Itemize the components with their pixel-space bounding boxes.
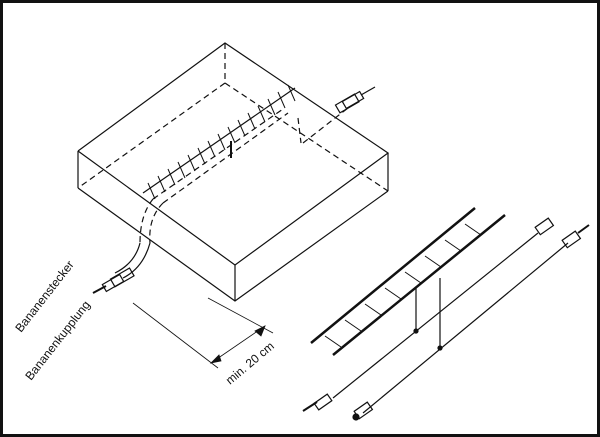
- cable-with-plugs: [92, 242, 151, 294]
- label-min-distance: min. 20 cm: [223, 339, 277, 387]
- wires: [302, 217, 590, 421]
- reinforcement-ladder: [310, 207, 506, 356]
- top-plug-icon: [334, 86, 376, 114]
- dimension-marker: [132, 297, 274, 369]
- concrete-block: [77, 42, 390, 302]
- technical-diagram: Bananenstecker Bananenkupplung min. 20 c…: [12, 42, 590, 421]
